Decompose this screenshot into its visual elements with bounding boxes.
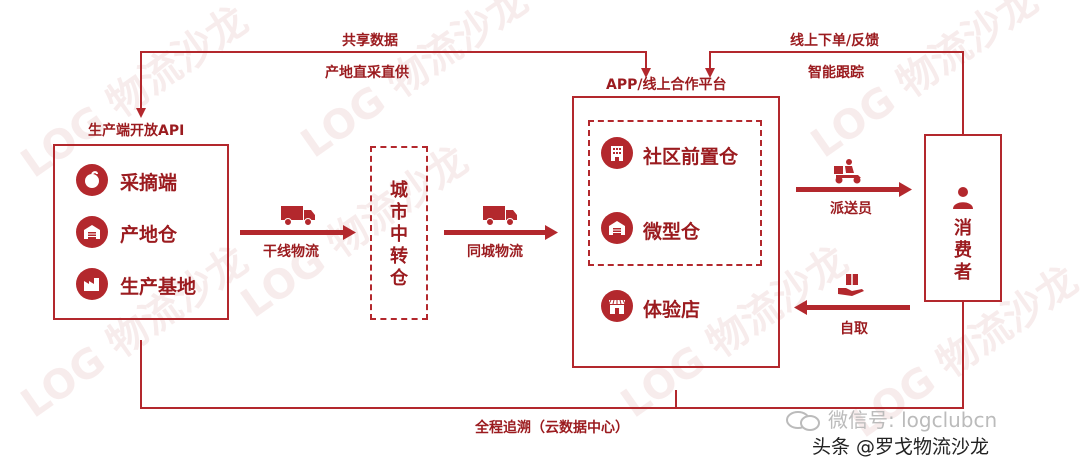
producer-api-title: 生产端开放API (88, 123, 185, 139)
city-transit-warehouse-label: 城市中转仓 (390, 180, 408, 289)
community-front-warehouse-label: 社区前置仓 (643, 146, 739, 168)
micro-warehouse-label: 微型仓 (643, 221, 701, 243)
hand-box-icon (836, 272, 866, 302)
courier-label: 派送员 (830, 201, 872, 217)
wechat-id-text: 微信号: logclubcn (828, 408, 998, 432)
platform-title: APP/线上合作平台 (606, 77, 727, 93)
city-logistics-label: 同城物流 (467, 244, 523, 260)
truck-icon (483, 204, 517, 230)
toutiao-account-text: 头条 @罗戈物流沙龙 (812, 436, 990, 458)
wechat-icon (786, 410, 820, 436)
store-icon (601, 290, 633, 322)
peach-icon (76, 164, 108, 196)
pickup-label: 自取 (840, 321, 868, 337)
experience-store-label: 体验店 (643, 299, 701, 321)
factory-icon (76, 268, 108, 300)
warehouse-icon (601, 212, 633, 244)
consumer-label: 消费者 (954, 218, 972, 283)
city-transit-warehouse-box (370, 146, 428, 320)
warehouse-group-box (588, 120, 762, 266)
smart-tracking-label: 智能跟踪 (808, 65, 864, 81)
trunk-logistics-label: 干线物流 (263, 244, 319, 260)
full-trace-label: 全程追溯（云数据中心） (475, 420, 629, 436)
direct-supply-label: 产地直采直供 (325, 65, 409, 81)
origin-warehouse-label: 产地仓 (120, 224, 178, 246)
picking-end-label: 采摘端 (120, 172, 178, 194)
truck-icon (281, 204, 315, 230)
warehouse-icon (76, 216, 108, 248)
shared-data-label: 共享数据 (342, 33, 398, 49)
person-icon (952, 186, 974, 214)
consumer-box (924, 134, 1002, 302)
production-base-label: 生产基地 (120, 276, 197, 298)
producer-box (53, 144, 229, 320)
delivery-scooter-icon (832, 158, 864, 188)
order-feedback-label: 线上下单/反馈 (790, 33, 880, 49)
platform-box (572, 96, 780, 368)
building-icon (601, 137, 633, 169)
